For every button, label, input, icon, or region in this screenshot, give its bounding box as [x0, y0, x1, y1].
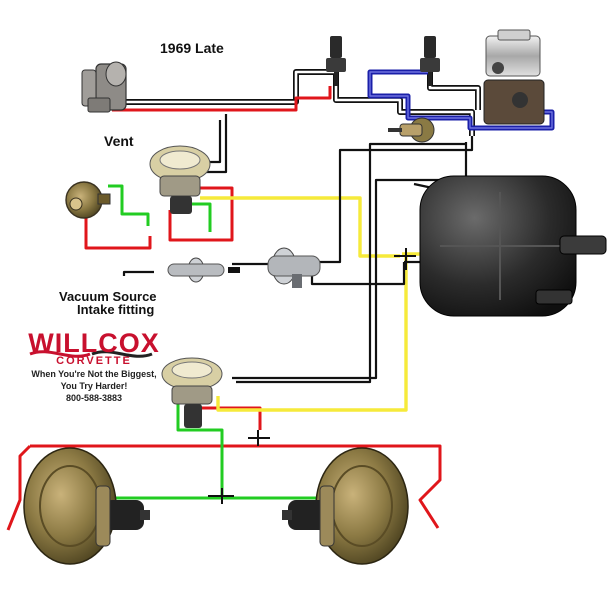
logo-flag-icon: [29, 350, 153, 358]
logo-phone: 800-588-3883: [65, 393, 123, 403]
egr-valve-lower-icon: [161, 357, 223, 428]
tee-fitting: [208, 248, 416, 504]
brake-booster-left-icon: [23, 447, 150, 565]
diagram-title: 1969 Late: [160, 40, 224, 56]
brake-booster-right-icon: [282, 447, 409, 565]
vent-label: Vent: [104, 133, 134, 149]
vacuum-source-label: Vacuum Source: [59, 289, 157, 304]
vacuum-advance-icon: [65, 181, 111, 219]
logo-sub: CORVETTE: [56, 355, 132, 367]
intake-fitting-label: Intake fitting: [77, 302, 155, 317]
green-hoses: [98, 184, 328, 500]
vent-valve-icon: [81, 61, 127, 113]
white-hoses: [109, 69, 523, 136]
logo-tagline-1: When You're Not the Biggest,: [31, 369, 157, 379]
check-valve-left-icon: [167, 257, 240, 283]
egr-valve-upper-icon: [149, 145, 211, 214]
vacuum-canister-icon: [419, 175, 607, 317]
solenoid-left-icon: [326, 36, 346, 86]
logo-name: WILLCOX: [28, 328, 160, 358]
headlight-actuator-icon: [483, 29, 545, 125]
check-valve-right-icon: [267, 247, 321, 288]
logo-tagline-2: You Try Harder!: [60, 381, 128, 391]
solenoid-right-icon: [420, 36, 440, 86]
red-hoses: [6, 86, 442, 531]
willcox-logo: WILLCOX CORVETTE When You're Not the Big…: [14, 328, 174, 404]
vacuum-switch-icon: [388, 117, 435, 143]
